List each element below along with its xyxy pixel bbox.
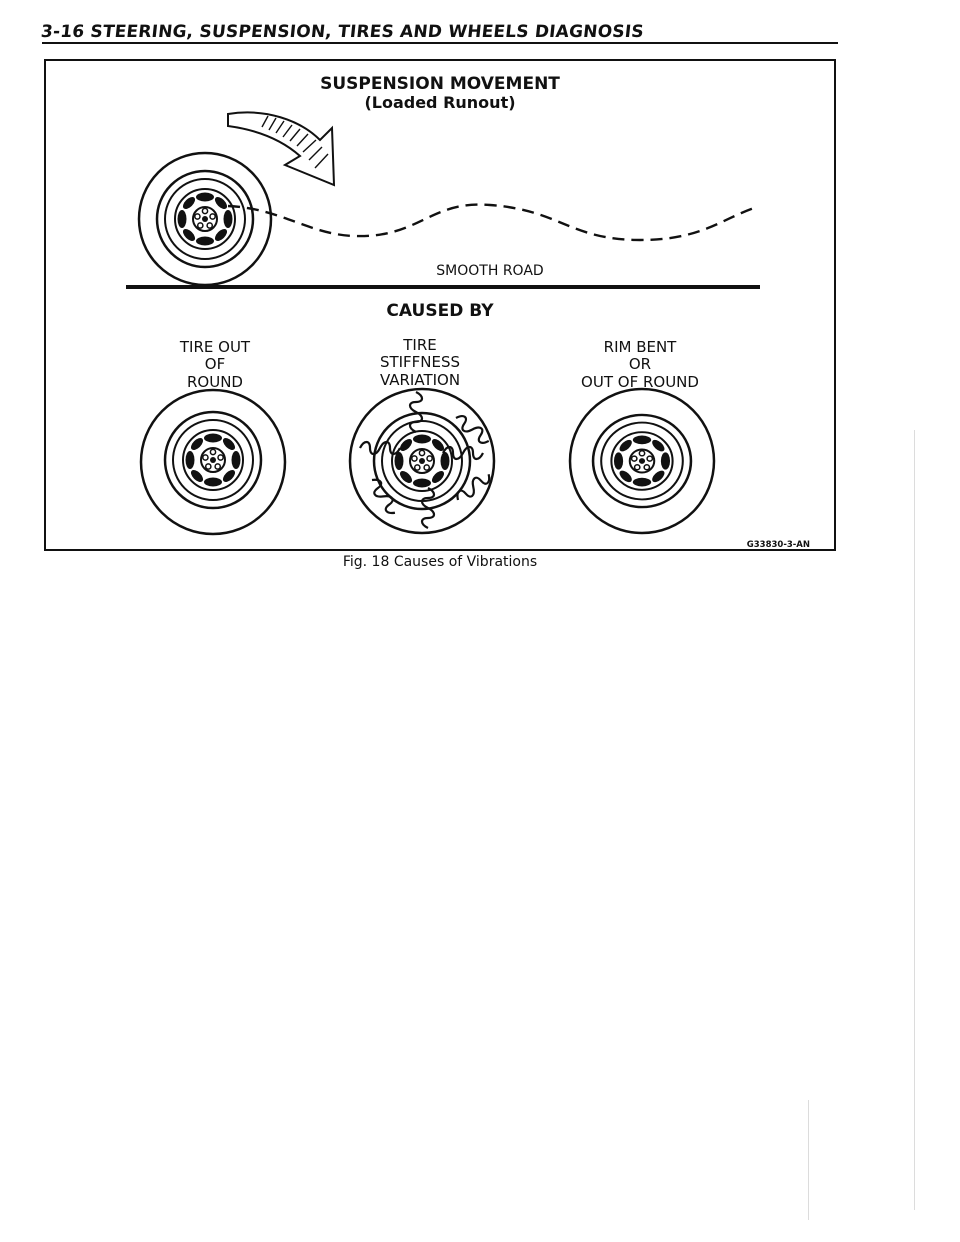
tire-stiffness-variation-diagram (348, 387, 496, 535)
road-label: SMOOTH ROAD (436, 263, 544, 279)
scan-artifact (808, 1100, 809, 1220)
caused-by-heading: CAUSED BY (386, 301, 494, 321)
cause-line: TIRE (403, 336, 437, 354)
tire-out-of-round-diagram (139, 388, 287, 536)
cause-line: VARIATION (379, 370, 461, 389)
header-rule (42, 42, 838, 44)
cause-line: ROUND (187, 372, 243, 391)
cause-line: TIRE OUT (179, 338, 251, 356)
cause-line: OR (628, 355, 652, 374)
figure-code: G33830-3-AN (746, 540, 810, 550)
figure-subtitle: (Loaded Runout) (364, 93, 516, 112)
cause-line: OUT OF ROUND (581, 372, 699, 391)
figure-title: SUSPENSION MOVEMENT (320, 74, 560, 94)
rotation-arrow-icon (227, 111, 336, 187)
scan-artifact (914, 430, 915, 1210)
cause-tire-out-of-round: TIRE OUT OF ROUND (120, 338, 310, 391)
cause-tire-stiffness-variation: TIRE STIFFNESS VARIATION (320, 336, 520, 389)
figure-frame (44, 59, 836, 551)
cause-line: OF (204, 355, 226, 374)
cause-line: STIFFNESS (379, 353, 461, 372)
rim-bent-diagram (568, 387, 716, 535)
rolling-wheel (137, 151, 273, 287)
cause-rim-bent: RIM BENT OR OUT OF ROUND (540, 338, 740, 391)
figure-caption: Fig. 18 Causes of Vibrations (342, 554, 538, 570)
runout-path (227, 203, 755, 242)
cause-line: RIM BENT (603, 338, 677, 356)
